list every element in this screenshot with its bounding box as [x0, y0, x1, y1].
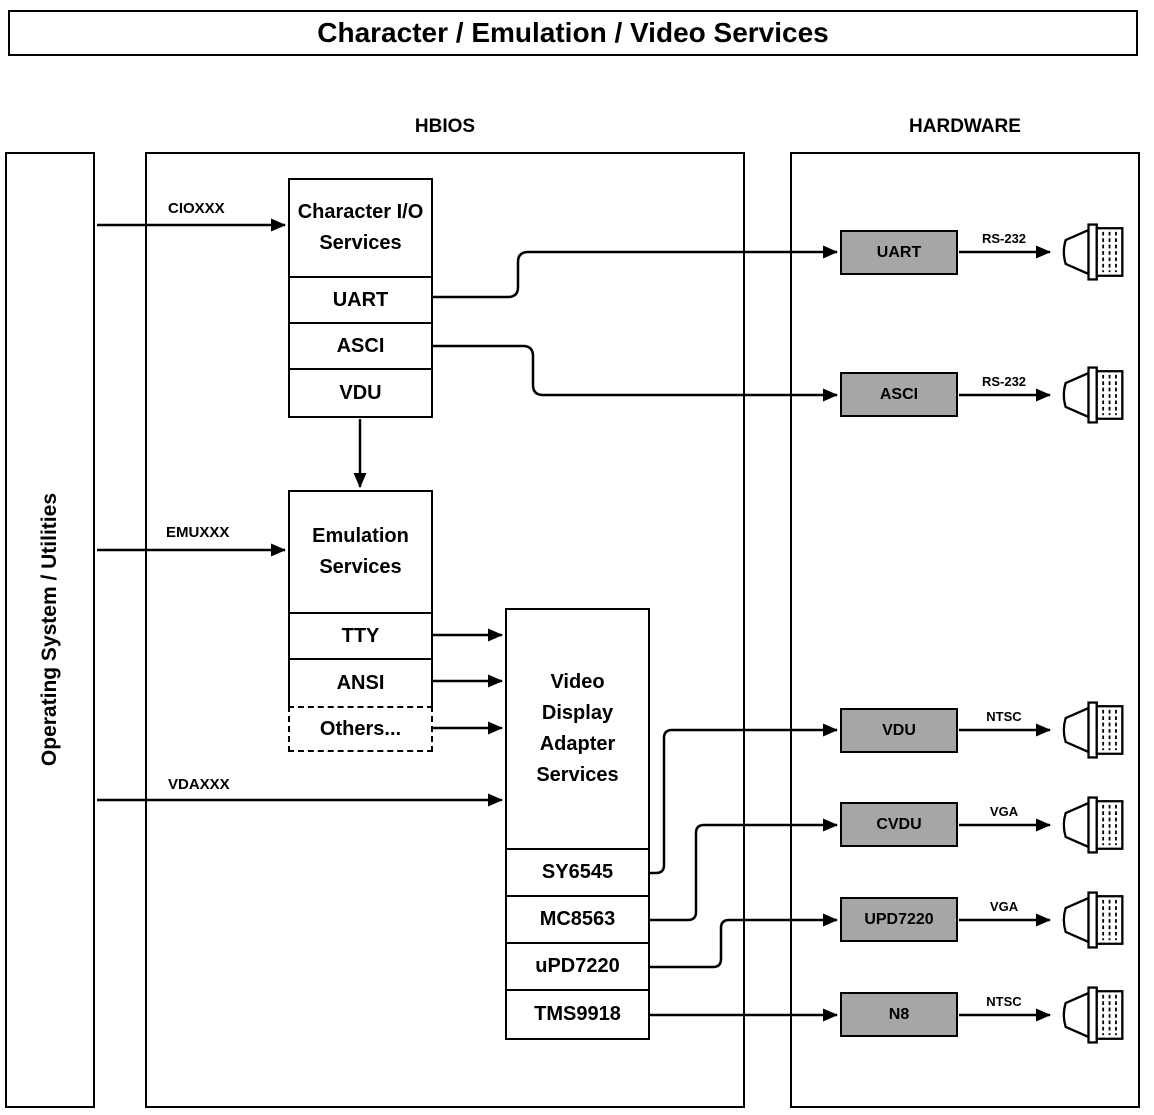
vda-row-upd7220: uPD7220 [507, 944, 648, 991]
os-utilities-box: Operating System / Utilities [5, 152, 95, 1108]
emulation-services-box: Emulation Services TTY ANSI [288, 490, 433, 708]
connector-icon-n8 [1056, 983, 1132, 1047]
emulation-row-others: Others... [288, 706, 433, 752]
signal-label-upd7220-vga: VGA [989, 899, 1019, 914]
signal-label-n8-ntsc: NTSC [986, 994, 1022, 1009]
vda-services-title: Video Display Adapter Services [507, 610, 648, 850]
cioxxx-bus-label: CIOXXX [168, 200, 225, 217]
connector-icon-uart [1056, 220, 1132, 284]
os-utilities-label: Operating System / Utilities [38, 493, 61, 767]
emulation-services-title: Emulation Services [290, 492, 431, 614]
hardware-box-vdu: VDU [840, 708, 958, 753]
hardware-box-uart: UART [840, 230, 958, 275]
character-io-services-box: Character I/O Services UART ASCI VDU [288, 178, 433, 418]
connector-icon-asci [1056, 363, 1132, 427]
vda-row-mc8563: MC8563 [507, 897, 648, 944]
video-display-adapter-services-box: Video Display Adapter Services SY6545 MC… [505, 608, 650, 1040]
signal-label-cvdu-vga: VGA [989, 804, 1019, 819]
character-io-services-title: Character I/O Services [290, 180, 431, 278]
signal-label-asci-rs232: RS-232 [981, 374, 1027, 389]
emulation-row-ansi: ANSI [336, 671, 385, 694]
hbios-frame [145, 152, 745, 1108]
signal-label-vdu-ntsc: NTSC [986, 709, 1022, 724]
hardware-frame [790, 152, 1140, 1108]
hardware-box-upd7220: UPD7220 [840, 897, 958, 942]
vda-row-tms9918: TMS9918 [534, 1003, 621, 1025]
diagram-title-box: Character / Emulation / Video Services [8, 10, 1138, 56]
emulation-row-tty: TTY [290, 614, 431, 660]
vdaxxx-bus-label: VDAXXX [168, 776, 230, 793]
char-io-row-uart: UART [290, 278, 431, 324]
signal-label-uart-rs232: RS-232 [981, 231, 1027, 246]
hardware-column-label: HARDWARE [909, 116, 1021, 137]
connector-icon-upd7220 [1056, 888, 1132, 952]
connector-icon-cvdu [1056, 793, 1132, 857]
connector-icon-vdu [1056, 698, 1132, 762]
char-io-row-asci: ASCI [290, 324, 431, 370]
vda-row-sy6545: SY6545 [507, 850, 648, 897]
emuxxx-bus-label: EMUXXX [166, 524, 230, 541]
diagram-title: Character / Emulation / Video Services [317, 17, 829, 48]
hbios-column-label: HBIOS [414, 116, 476, 137]
char-io-row-vdu: VDU [339, 381, 382, 404]
hardware-box-n8: N8 [840, 992, 958, 1037]
hardware-box-asci: ASCI [840, 372, 958, 417]
hardware-box-cvdu: CVDU [840, 802, 958, 847]
